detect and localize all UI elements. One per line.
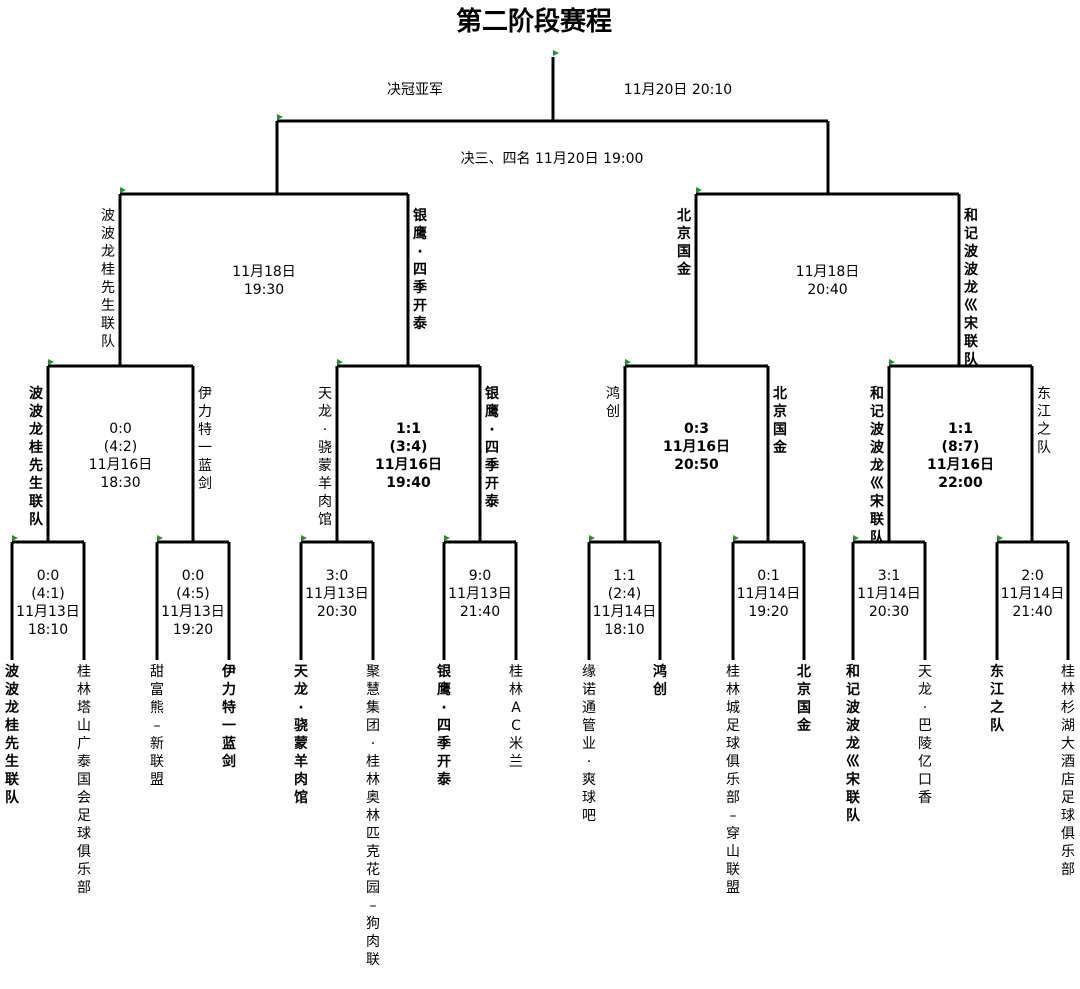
flag-icon <box>48 359 54 365</box>
qf-match-info: 11月16日 <box>927 457 994 473</box>
flag-icon <box>853 535 859 541</box>
r16-team-name: 聚慧集团·桂林奥林匹克花园–狗肉联 <box>366 664 380 968</box>
flag-icon <box>696 187 702 193</box>
r16-team-name: 北京国金 <box>796 664 812 734</box>
qf-match-info: 19:40 <box>386 475 431 491</box>
qf-match-info: 1:1 <box>396 421 421 437</box>
qf-team-name: 天龙·骁蒙羊肉馆 <box>318 386 332 528</box>
qf-match-info: 11月16日 <box>375 457 442 473</box>
r16-match-info: 18:10 <box>604 622 644 638</box>
qf-team-name: 和记波波龙巛宋联队 <box>869 386 885 546</box>
sf-team-name: 北京国金 <box>676 208 692 278</box>
qf-team-name: 波波龙桂先生联队 <box>28 385 44 528</box>
qf-team-name: 鸿创 <box>606 385 620 420</box>
r16-match-info: 1:1 <box>613 568 636 584</box>
r16-match-info: 11月14日 <box>593 604 657 620</box>
flag-icon <box>444 535 450 541</box>
qf-match-info: 18:30 <box>100 475 140 491</box>
r16-match-info: (4:5) <box>176 586 209 602</box>
r16-team-name: 天龙·巴陵亿口香 <box>918 664 932 806</box>
qf-match-info: (8:7) <box>942 439 980 455</box>
r16-match-info: 2:0 <box>1021 568 1044 584</box>
r16-match-info: 0:0 <box>182 568 205 584</box>
flag-icon <box>157 535 163 541</box>
r16-match-info: 11月13日 <box>448 586 512 602</box>
qf-match-info: 11月16日 <box>89 457 153 473</box>
qf-match-info: (3:4) <box>390 439 428 455</box>
r16-match-info: 21:40 <box>1012 604 1052 620</box>
r16-team-name: 和记波波龙巛宋联队 <box>845 664 861 824</box>
r16-match-info: 11月13日 <box>305 586 369 602</box>
qf-match-info: 1:1 <box>948 421 973 437</box>
qf-match-info: (4:2) <box>104 439 137 455</box>
qf-team-name: 银鹰·四季开泰 <box>484 385 500 510</box>
r16-team-name: 波波龙桂先生联队 <box>4 663 20 806</box>
sf-match-info: 19:30 <box>244 282 284 298</box>
r16-team-name: 鸿创 <box>652 663 667 698</box>
r16-match-info: 11月14日 <box>737 586 801 602</box>
r16-match-info: (2:4) <box>608 586 641 602</box>
r16-match-info: 3:0 <box>326 568 349 584</box>
r16-match-info: 11月14日 <box>857 586 921 602</box>
flag-icon <box>553 50 559 56</box>
r16-team-name: 天龙·骁蒙羊肉馆 <box>293 664 309 806</box>
flag-icon <box>12 535 18 541</box>
r16-team-name: 缘诺通管业·爽球吧 <box>582 664 596 824</box>
r16-team-name: 东江之队 <box>990 663 1005 734</box>
r16-team-name: 桂林塔山广泰国会足球俱乐部 <box>77 664 91 896</box>
flag-icon <box>277 114 283 120</box>
r16-match-info: 11月14日 <box>1001 586 1065 602</box>
flag-icon <box>120 187 126 193</box>
r16-match-info: 11月13日 <box>16 604 80 620</box>
flag-icon <box>889 359 895 365</box>
sf-match-info: 20:40 <box>807 282 847 298</box>
r16-match-info: 0:0 <box>37 568 60 584</box>
qf-match-info: 0:0 <box>109 421 132 437</box>
qf-match-info: 20:50 <box>674 457 719 473</box>
r16-match-info: 9:0 <box>469 568 492 584</box>
qf-match-info: 22:00 <box>938 475 983 491</box>
final-datetime: 11月20日 20:10 <box>624 82 732 98</box>
flag-icon <box>589 535 595 541</box>
r16-team-name: 银鹰·四季开泰 <box>436 663 452 788</box>
flag-icon <box>997 535 1003 541</box>
sf-match-info: 11月18日 <box>232 264 296 280</box>
flag-icon <box>301 535 307 541</box>
r16-match-info: 3:1 <box>878 568 901 584</box>
r16-match-info: 0:1 <box>757 568 780 584</box>
page-title: 第二阶段赛程 <box>456 6 612 37</box>
r16-match-info: 18:10 <box>28 622 68 638</box>
r16-match-info: (4:1) <box>31 586 64 602</box>
r16-match-info: 19:20 <box>748 604 788 620</box>
bracket-lines <box>10 57 1070 660</box>
r16-team-name: 伊力特一蓝剑 <box>221 663 236 770</box>
r16-match-info: 19:20 <box>173 622 213 638</box>
bracket-flags <box>12 50 1003 541</box>
r16-team-name: 桂林城足球俱乐部–穿山联盟 <box>726 664 740 896</box>
flag-icon <box>337 359 343 365</box>
qf-team-name: 东江之队 <box>1037 386 1051 456</box>
bracket-labels: 0:0(4:1)11月13日18:10波波龙桂先生联队桂林塔山广泰国会足球俱乐部… <box>4 82 1075 968</box>
sf-team-name: 银鹰·四季开泰 <box>412 207 428 332</box>
r16-match-info: 20:30 <box>317 604 357 620</box>
r16-team-name: 甜富熊–新联盟 <box>150 664 164 788</box>
sf-team-name: 和记波波龙巛宋联队 <box>963 208 979 368</box>
sf-match-info: 11月18日 <box>796 264 860 280</box>
r16-match-info: 21:40 <box>460 604 500 620</box>
qf-match-info: 0:3 <box>684 421 709 437</box>
flag-icon <box>625 359 631 365</box>
qf-team-name: 北京国金 <box>772 386 788 456</box>
r16-match-info: 20:30 <box>869 604 909 620</box>
flag-icon <box>733 535 739 541</box>
sf-team-name: 波波龙桂先生联队 <box>101 208 115 350</box>
third-place-label: 决三、四名 11月20日 19:00 <box>461 151 644 167</box>
r16-match-info: 11月13日 <box>161 604 225 620</box>
final-label: 决冠亚军 <box>387 82 443 98</box>
qf-team-name: 伊力特一蓝剑 <box>198 386 212 492</box>
qf-match-info: 11月16日 <box>663 439 730 455</box>
r16-team-name: 桂林杉湖大酒店足球俱乐部 <box>1061 664 1075 878</box>
